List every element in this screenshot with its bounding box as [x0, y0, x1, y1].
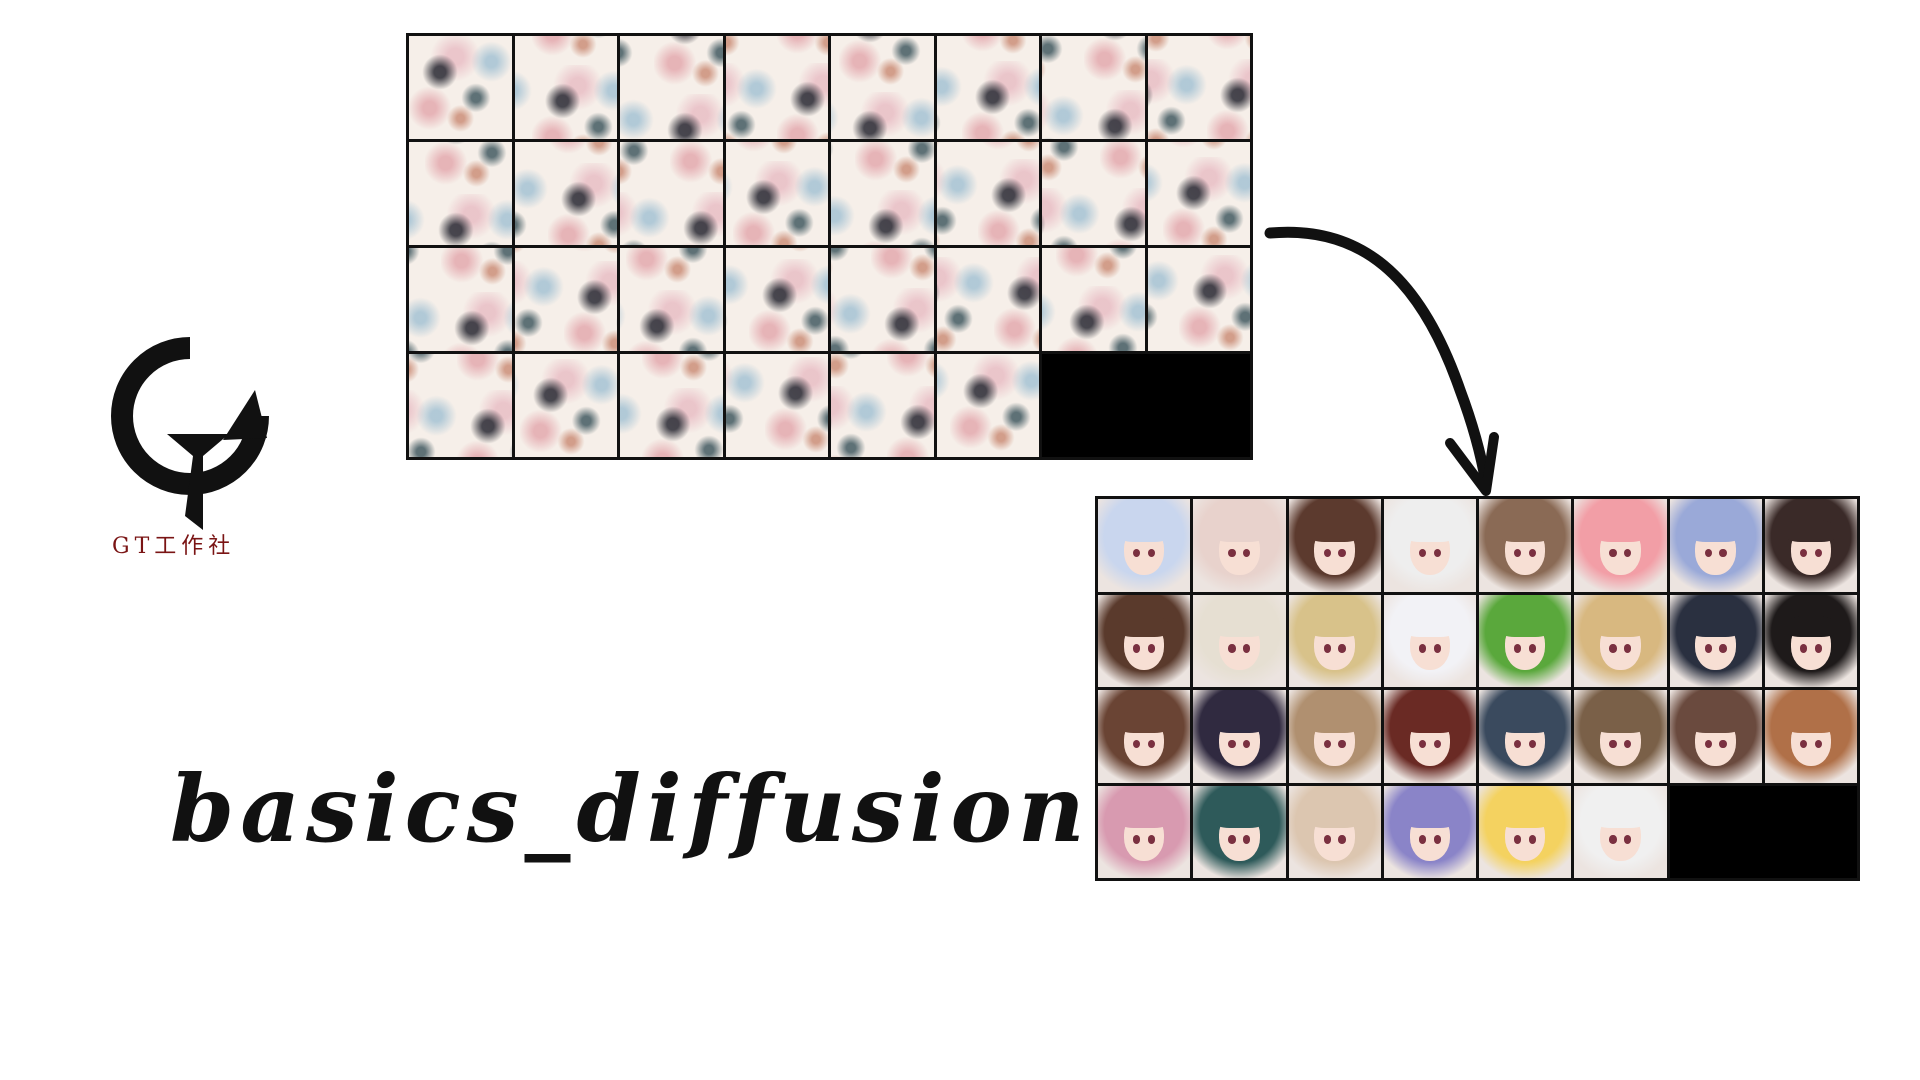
- generated-face-tile: [1383, 785, 1476, 878]
- generated-face-tile: [1383, 594, 1476, 687]
- generated-face-tile: [1288, 594, 1381, 687]
- generated-face-tile: [1574, 690, 1667, 783]
- generated-face-tile: [1479, 594, 1572, 687]
- generated-face-tile: [1764, 690, 1857, 783]
- noise-sample-tile: [936, 248, 1039, 351]
- noise-sample-tile: [831, 354, 934, 457]
- noise-sample-grid: [406, 33, 1253, 460]
- generated-face-tile: [1098, 690, 1191, 783]
- page-title: basics_diffusion: [170, 755, 1091, 863]
- gt-logo-icon: [111, 337, 269, 530]
- arrow-icon: [1264, 226, 1499, 496]
- noise-sample-tile: [409, 354, 512, 457]
- empty-tile: [1042, 354, 1250, 457]
- generated-face-tile: [1288, 785, 1381, 878]
- noise-sample-tile: [409, 36, 512, 139]
- noise-sample-tile: [936, 142, 1039, 245]
- noise-sample-tile: [514, 354, 617, 457]
- generated-face-tile: [1098, 594, 1191, 687]
- noise-sample-tile: [620, 354, 723, 457]
- generated-face-tile: [1574, 499, 1667, 592]
- generated-face-tile: [1193, 499, 1286, 592]
- generated-face-tile: [1669, 594, 1762, 687]
- generated-face-tile: [1764, 499, 1857, 592]
- generated-face-tile: [1669, 499, 1762, 592]
- generated-face-tile: [1383, 690, 1476, 783]
- noise-sample-tile: [1147, 142, 1250, 245]
- generated-face-tile: [1479, 499, 1572, 592]
- noise-sample-tile: [409, 142, 512, 245]
- generated-face-tile: [1479, 690, 1572, 783]
- noise-sample-tile: [1147, 248, 1250, 351]
- generated-face-tile: [1764, 594, 1857, 687]
- noise-sample-tile: [409, 248, 512, 351]
- noise-sample-tile: [1042, 248, 1145, 351]
- noise-sample-tile: [620, 248, 723, 351]
- generated-face-tile: [1098, 785, 1191, 878]
- generated-face-grid: [1095, 496, 1860, 881]
- noise-sample-tile: [1147, 36, 1250, 139]
- generated-face-tile: [1383, 499, 1476, 592]
- noise-sample-tile: [1042, 36, 1145, 139]
- generated-face-tile: [1288, 690, 1381, 783]
- generated-face-tile: [1288, 499, 1381, 592]
- noise-sample-tile: [831, 248, 934, 351]
- noise-sample-tile: [620, 36, 723, 139]
- noise-sample-tile: [514, 142, 617, 245]
- generated-face-tile: [1574, 785, 1667, 878]
- noise-sample-tile: [725, 354, 828, 457]
- generated-face-tile: [1193, 690, 1286, 783]
- noise-sample-tile: [514, 248, 617, 351]
- generated-face-tile: [1098, 499, 1191, 592]
- noise-sample-tile: [1042, 142, 1145, 245]
- noise-sample-tile: [725, 248, 828, 351]
- noise-sample-tile: [831, 36, 934, 139]
- noise-sample-tile: [936, 36, 1039, 139]
- generated-face-tile: [1669, 690, 1762, 783]
- noise-sample-tile: [725, 36, 828, 139]
- generated-face-tile: [1193, 785, 1286, 878]
- noise-sample-tile: [936, 354, 1039, 457]
- empty-tile: [1669, 785, 1857, 878]
- generated-face-tile: [1193, 594, 1286, 687]
- logo-text: GT工作社: [112, 534, 236, 559]
- noise-sample-tile: [725, 142, 828, 245]
- noise-sample-tile: [831, 142, 934, 245]
- generated-face-tile: [1574, 594, 1667, 687]
- noise-sample-tile: [514, 36, 617, 139]
- generated-face-tile: [1479, 785, 1572, 878]
- noise-sample-tile: [620, 142, 723, 245]
